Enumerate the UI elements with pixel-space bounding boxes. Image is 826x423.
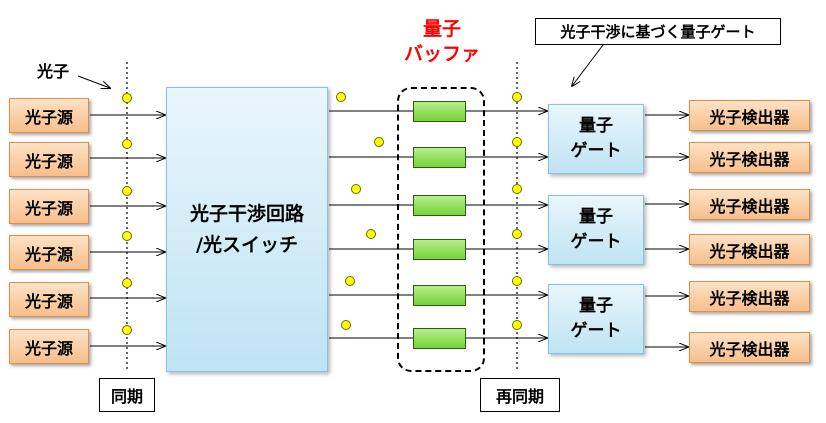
quantum-gate: 量子 ゲート [548, 284, 644, 354]
photon-source: 光子源 [9, 189, 89, 224]
photon-source: 光子源 [9, 98, 89, 133]
photon-dot [512, 320, 522, 330]
photon-dot [512, 92, 522, 102]
photon-dot [122, 278, 132, 288]
photon-detector: 光子検出器 [689, 142, 810, 173]
gate-label-line2: ゲート [570, 141, 622, 161]
photon-source: 光子源 [9, 142, 89, 177]
photon-dot [341, 320, 351, 330]
photon-detector: 光子検出器 [689, 100, 810, 131]
sync-label: 同期 [99, 378, 155, 412]
photon-source: 光子源 [9, 282, 89, 317]
gate-label-line1: 量子 [579, 207, 613, 227]
photon-detector: 光子検出器 [689, 234, 810, 265]
photon-dots [122, 92, 522, 335]
buffer-cell [413, 328, 466, 349]
gate-label-line2: ゲート [570, 321, 622, 341]
gate-arrows [645, 115, 688, 347]
resync-label: 再同期 [480, 378, 560, 412]
source-arrows [90, 115, 165, 346]
photon-dot [122, 186, 132, 196]
photon-dot [122, 231, 132, 241]
photon-dot [512, 276, 522, 286]
buffer-cell [413, 239, 466, 260]
photon-detector: 光子検出器 [689, 189, 810, 220]
photon-dot [366, 229, 376, 239]
buffer-cell [413, 285, 466, 306]
center-lines [329, 110, 413, 339]
buffer-title-line1: 量子 [422, 18, 461, 40]
gate-label-line1: 量子 [579, 296, 613, 316]
photon-source: 光子源 [9, 235, 89, 270]
gate-callout-arrow [572, 44, 604, 86]
buffer-title-line2: バッファ [403, 43, 480, 65]
interference-circuit-label-line2: /光スイッチ [196, 233, 298, 256]
quantum-buffer-region [397, 87, 485, 372]
photon-dot [512, 184, 522, 194]
interference-circuit-box: 光子干渉回路 /光スイッチ [166, 87, 328, 372]
interference-circuit-label-line1: 光子干渉回路 [189, 202, 304, 225]
buffer-cell [413, 195, 466, 216]
buffer-cell [413, 147, 466, 168]
photon-dot [345, 276, 355, 286]
photon-dot [512, 137, 522, 147]
gate-label-line2: ゲート [570, 232, 622, 252]
photon-dot [122, 93, 132, 103]
photon-detector: 光子検出器 [689, 332, 810, 363]
gate-callout-label: 光子干渉に基づく量子ゲート [535, 18, 781, 45]
photon-dot [336, 92, 346, 102]
photon-dot [351, 184, 361, 194]
photon-dot [374, 137, 384, 147]
photon-dot [122, 139, 132, 149]
photon-dot [122, 325, 132, 335]
photon-label: 光子 [37, 62, 70, 81]
buffer-cell [413, 101, 466, 122]
gate-label-line1: 量子 [579, 116, 613, 136]
buffer-title: 量子 バッファ [392, 17, 492, 67]
photon-detector: 光子検出器 [689, 281, 810, 312]
buffer-arrows [466, 111, 547, 338]
photon-dot [512, 229, 522, 239]
quantum-gate: 量子 ゲート [548, 104, 644, 174]
quantum-gate: 量子 ゲート [548, 195, 644, 265]
photon-source: 光子源 [9, 329, 89, 364]
photon-label-arrow [77, 75, 110, 88]
